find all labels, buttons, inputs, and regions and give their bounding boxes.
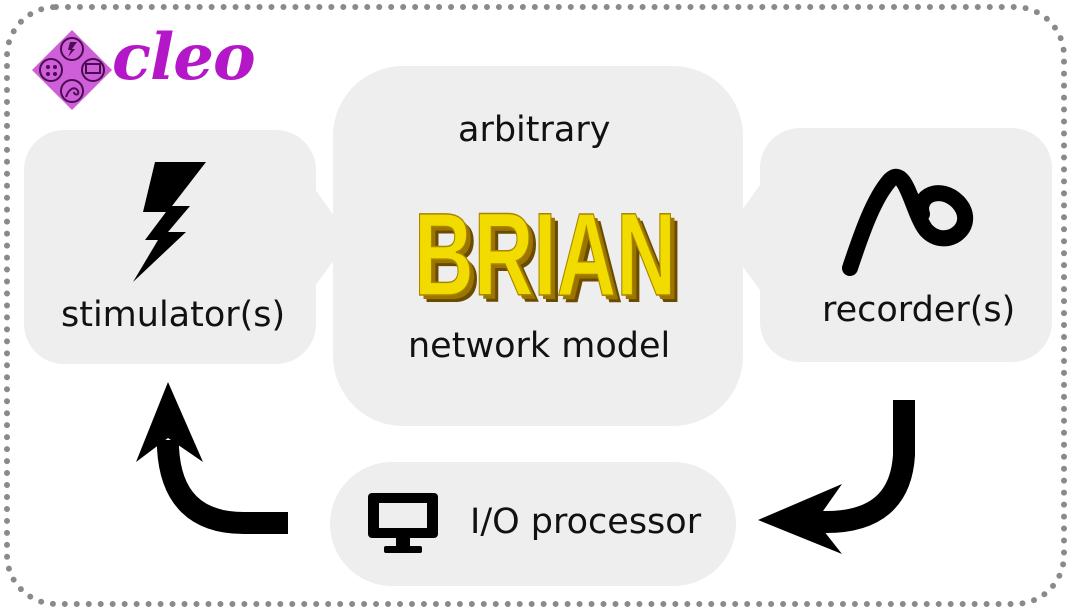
svg-text:BRIAN: BRIAN [414, 189, 676, 321]
dotted-frame [4, 4, 1067, 607]
recorder-panel [760, 128, 1052, 362]
monitor-icon [368, 493, 438, 553]
cleo-logo-text: cleo [112, 20, 256, 95]
feedback-arrow-line [157, 440, 288, 534]
readout-arrow-line [814, 400, 915, 533]
feedback-arrow-head [136, 382, 203, 462]
left-connector [312, 185, 350, 290]
readout-arrow-head [758, 484, 842, 554]
recording-trace-icon [842, 169, 973, 276]
network-model-panel [333, 66, 743, 426]
brian-logo: BRIAN BRIAN BRIAN [413, 188, 683, 328]
svg-text:BRIAN: BRIAN [421, 196, 683, 328]
right-connector [722, 185, 760, 290]
network-top-label: arbitrary [458, 110, 611, 150]
lightning-bolt-icon [133, 162, 206, 282]
svg-text:BRIAN: BRIAN [418, 193, 680, 325]
recorder-label: recorder(s) [822, 290, 1016, 330]
network-bottom-label: network model [408, 326, 671, 366]
cleo-logo-icon [32, 30, 112, 110]
stimulator-label: stimulator(s) [61, 295, 286, 335]
io-processor-label: I/O processor [470, 502, 702, 542]
